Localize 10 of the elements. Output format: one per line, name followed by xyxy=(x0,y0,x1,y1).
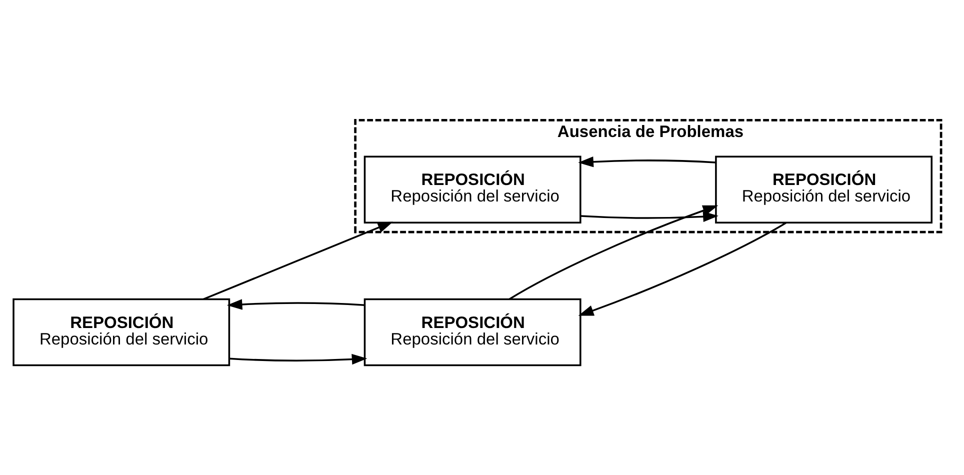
arrow xyxy=(578,156,716,167)
arrow xyxy=(509,204,718,300)
arrow xyxy=(226,298,365,310)
arrow xyxy=(230,353,368,364)
node-box: REPOSICIÓN Reposición del servicio xyxy=(364,298,582,366)
node-box: REPOSICIÓN Reposición del servicio xyxy=(12,298,230,366)
node-box: REPOSICIÓN Reposición del servicio xyxy=(364,155,582,224)
arrow xyxy=(203,221,394,300)
node-box: REPOSICIÓN Reposición del servicio xyxy=(715,155,932,224)
arrow xyxy=(580,210,718,222)
